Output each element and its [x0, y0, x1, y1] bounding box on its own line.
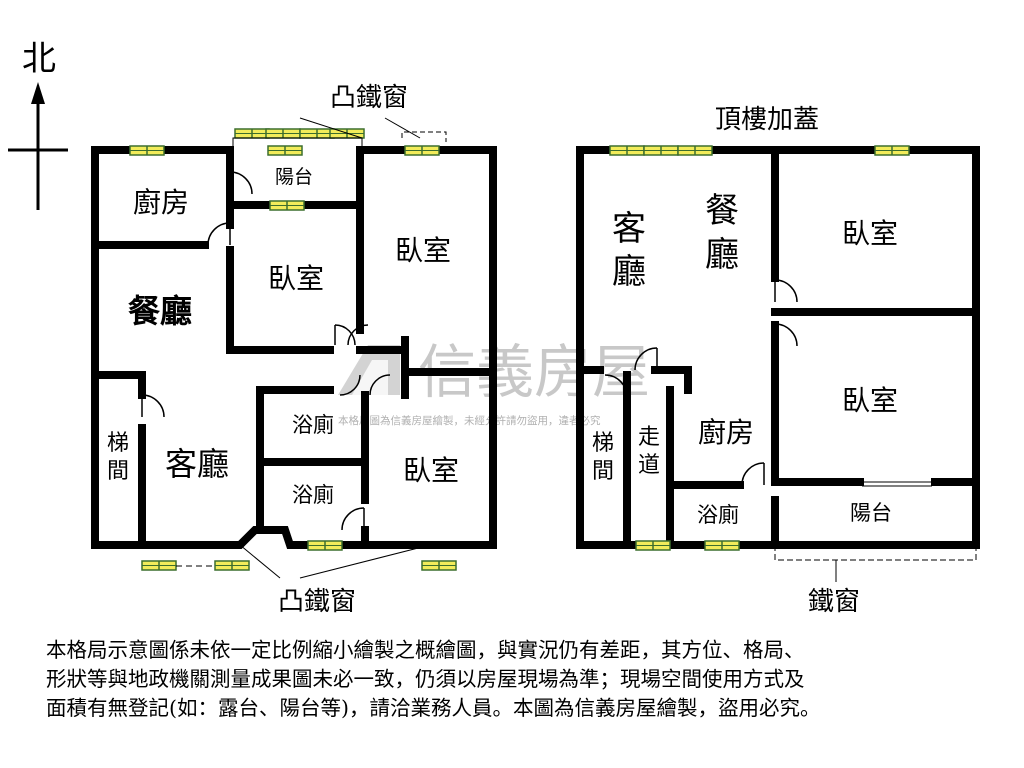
room-stair-2-right: 間	[592, 459, 614, 484]
room-stair-1: 梯	[107, 431, 129, 456]
room-bath-right: 浴廁	[697, 503, 739, 527]
north-arrow-icon	[31, 82, 45, 104]
room-bath-1: 浴廁	[292, 413, 334, 437]
left-plan-bay-outlines	[176, 117, 447, 579]
disclaimer: 本格局示意圖係未依一定比例縮小繪製之概繪圖，與實況仍有差距，其方位、格局、 形狀…	[46, 636, 1006, 723]
room-living-1: 客	[612, 209, 646, 249]
room-bath-2: 浴廁	[292, 483, 334, 507]
room-stair-1-right: 梯	[592, 431, 614, 456]
room-bedroom-top: 臥室	[842, 217, 898, 250]
room-kitchen: 廚房	[133, 186, 189, 219]
right-plan	[576, 146, 980, 549]
disclaimer-line-1: 本格局示意圖係未依一定比例縮小繪製之概繪圖，與實況仍有差距，其方位、格局、	[46, 638, 805, 662]
left-plan	[91, 146, 497, 549]
right-plan-window-frame	[774, 545, 977, 582]
room-dining-2: 廳	[705, 235, 739, 275]
watermark-logo-icon	[338, 345, 400, 395]
room-balcony-right: 陽台	[850, 501, 892, 525]
left-top-window-label: 凸鐵窗	[330, 83, 408, 113]
disclaimer-line-2: 形狀等與地政機關測量成果圖未必一致，仍須以房屋現場為準；現場空間使用方式及	[46, 667, 805, 691]
room-corridor-1: 走	[638, 425, 660, 450]
left-plan-doors	[141, 171, 391, 531]
room-bedroom-mid: 臥室	[842, 384, 898, 417]
left-plan-labels: 凸鐵窗 凸鐵窗 廚房 陽台 臥室 臥室 餐廳 梯 間 客廳 浴廁 浴廁 臥室	[107, 83, 459, 617]
room-bedroom-center: 臥室	[268, 262, 324, 295]
compass: 北	[8, 39, 68, 210]
rooftop-title: 頂樓加蓋	[715, 105, 819, 135]
room-kitchen-right: 廚房	[698, 416, 754, 449]
right-plan-doors	[604, 279, 932, 487]
right-window-label: 鐵窗	[808, 587, 860, 617]
room-dining-1: 餐	[705, 191, 739, 231]
room-living-2: 廳	[612, 252, 646, 292]
room-bedroom-right: 臥室	[395, 234, 451, 267]
left-bottom-window-label: 凸鐵窗	[278, 587, 356, 617]
room-stair-2: 間	[107, 459, 129, 484]
right-plan-labels: 頂樓加蓋 鐵窗 客 廳 餐 廳 臥室 臥室 梯 間 走 道 廚房 浴廁 陽台	[592, 105, 898, 617]
room-living: 客廳	[165, 445, 229, 483]
room-dining: 餐廳	[128, 292, 192, 330]
north-label: 北	[22, 39, 56, 79]
watermark-notice: 本格局圖為信義房屋繪製，未經允許請勿盜用，違者必究	[338, 414, 601, 427]
room-bedroom-bottom: 臥室	[403, 454, 459, 487]
disclaimer-line-3: 面積有無登記(如：露台、陽台等)，請洽業務人員。本圖為信義房屋繪製，盜用必究。	[46, 696, 821, 720]
room-balcony: 陽台	[275, 166, 313, 188]
room-corridor-2: 道	[638, 453, 660, 478]
